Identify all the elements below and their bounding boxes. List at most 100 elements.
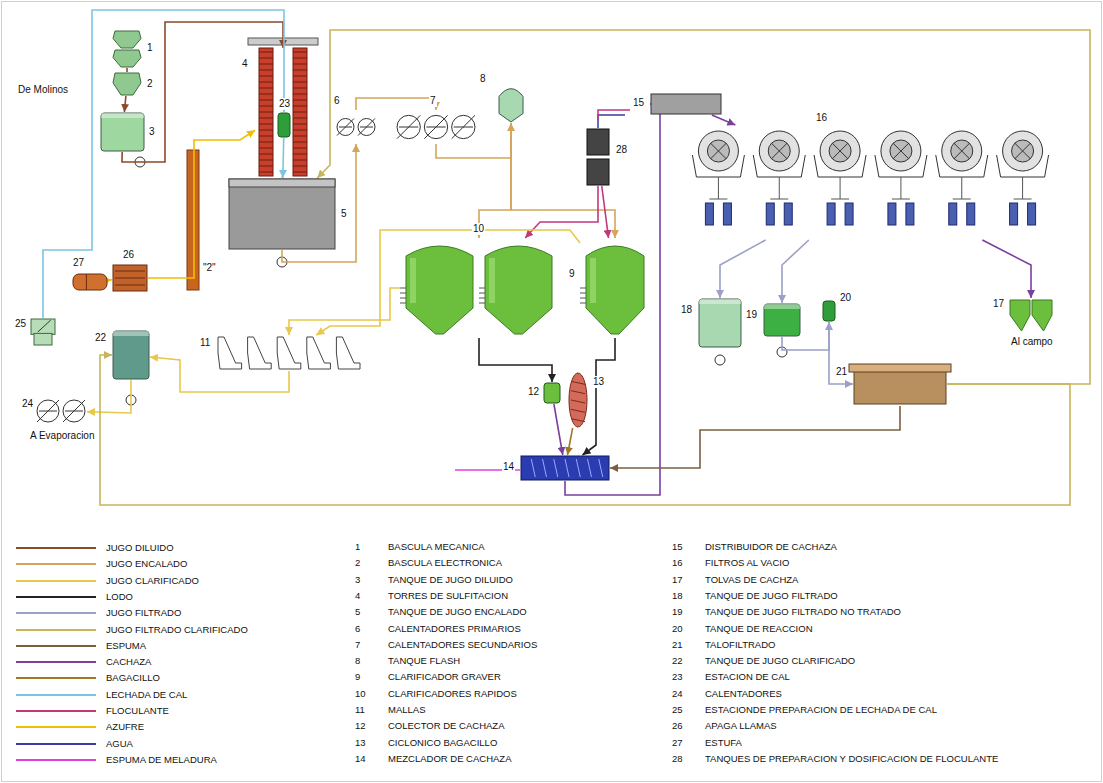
legend-line	[14, 574, 98, 588]
callout-number: 1	[146, 42, 154, 54]
equipment-unit: 17Al campo	[1008, 298, 1054, 332]
legend-text: ESPUMA	[106, 640, 146, 652]
callout-number: 8	[479, 73, 487, 85]
equipment-unit: 5	[228, 178, 336, 250]
equipment-symbol	[228, 178, 336, 250]
equipment-symbol	[100, 112, 145, 152]
equipment-unit: 1	[112, 30, 142, 68]
legend-text: CACHAZA	[106, 656, 151, 668]
flow-line	[479, 338, 552, 382]
key-name: TOLVAS DE CACHZA	[705, 574, 798, 586]
equipment-unit: 10	[400, 238, 558, 338]
legend-line	[14, 753, 98, 767]
equipment-unit: 25	[30, 318, 56, 346]
callout-number: 26	[122, 249, 135, 261]
callout-number: 3	[148, 126, 156, 138]
equipment-unit: 2	[112, 72, 142, 96]
legend-entry: JUGO CLARIFICADO	[14, 574, 314, 588]
callout-number: 6	[333, 95, 341, 107]
legend-text: AZUFRE	[106, 721, 144, 733]
equipment-symbol	[568, 372, 588, 428]
flow-line	[565, 104, 660, 495]
equipment-symbol	[650, 93, 722, 115]
key-name: TORRES DE SULFITACION	[388, 590, 508, 602]
callout-number: 14	[502, 461, 515, 473]
key-number: 18	[672, 590, 683, 602]
key-number: 25	[672, 704, 683, 716]
key-name: TANQUE DE JUGO FILTRADO	[705, 590, 838, 602]
callout-number: 7	[429, 95, 437, 107]
callout-number: 11	[199, 337, 211, 349]
legend-entry: AGUA	[14, 737, 314, 751]
legend-entry: ESPUMA	[14, 639, 314, 653]
legend-line	[14, 606, 98, 620]
legend-text: LODO	[106, 591, 133, 603]
legend-text: JUGO FILTRADO CLARIFICADO	[106, 624, 248, 636]
callout-number: 2	[146, 78, 154, 90]
legend-line	[14, 541, 98, 555]
flow-line	[356, 98, 436, 110]
equipment-symbol	[822, 300, 836, 322]
key-number: 19	[672, 606, 683, 618]
callout-number: 28	[615, 144, 628, 156]
callout-number: 4	[241, 58, 249, 70]
key-name: TANQUE DE REACCION	[705, 623, 813, 635]
equipment-symbol	[335, 110, 377, 144]
key-number: 26	[672, 720, 683, 732]
legend-line	[14, 557, 98, 571]
key-number: 21	[672, 639, 683, 651]
key-name: CICLONICO BAGACILLO	[388, 737, 497, 749]
key-name: TALOFILTRADO	[705, 639, 775, 651]
key-name: APAGA LLAMAS	[705, 720, 777, 732]
legend-text: AGUA	[106, 738, 133, 750]
equipment-unit: 7	[395, 110, 477, 144]
equipment-symbol	[495, 85, 527, 123]
key-number: 28	[672, 753, 683, 765]
equipment-symbol	[400, 238, 558, 338]
equipment-symbol	[72, 272, 108, 292]
callout-number: 5	[340, 208, 348, 220]
callout-number: 15	[632, 97, 645, 109]
legend-line	[14, 639, 98, 653]
equipment-unit: 28	[585, 128, 611, 186]
flow-line	[317, 30, 1090, 384]
equipment-decor	[126, 38, 787, 470]
equipment-symbol	[543, 382, 561, 404]
callout-number: 18	[680, 304, 693, 316]
flow-note: "2"	[203, 262, 216, 274]
key-name: ESTACION DE CAL	[705, 671, 790, 683]
key-name: TANQUE DE JUGO DILUIDO	[388, 574, 513, 586]
legend-line	[14, 590, 98, 604]
equipment-unit: 15	[650, 93, 722, 115]
equipment-unit: 4	[255, 48, 311, 176]
equipment-unit: 21	[853, 362, 947, 406]
equipment-unit: 22	[112, 330, 150, 380]
key-name: CALENTADORES PRIMARIOS	[388, 623, 521, 635]
legend-entry: ESPUMA DE MELADURA	[14, 753, 314, 767]
legend-text: JUGO CLARIFICADO	[106, 575, 199, 587]
connectors	[43, 10, 1090, 505]
legend-line	[14, 688, 98, 702]
equipment-symbol	[215, 335, 363, 371]
key-number: 3	[355, 574, 360, 586]
legend-entry: JUGO FILTRADO CLARIFICADO	[14, 623, 314, 637]
key-name: COLECTOR DE CACHAZA	[388, 720, 504, 732]
key-number: 16	[672, 557, 683, 569]
key-number: 9	[355, 671, 360, 683]
key-name: ESTUFA	[705, 737, 742, 749]
equipment-symbol	[277, 112, 291, 138]
equipment-unit: 20	[822, 300, 836, 322]
key-number: 7	[355, 639, 360, 651]
equipment-symbol	[698, 298, 742, 348]
flow-destination: Al campo	[1010, 336, 1054, 348]
equipment-unit: 14	[520, 455, 610, 481]
legend-line	[14, 655, 98, 669]
legend-text: BAGACILLO	[106, 672, 160, 684]
callout-number: 10	[472, 223, 485, 235]
equipment-unit: 3	[100, 112, 145, 152]
callout-number: 16	[815, 112, 828, 124]
equipment-unit: 19	[763, 303, 801, 337]
equipment-unit: 13	[568, 372, 588, 428]
